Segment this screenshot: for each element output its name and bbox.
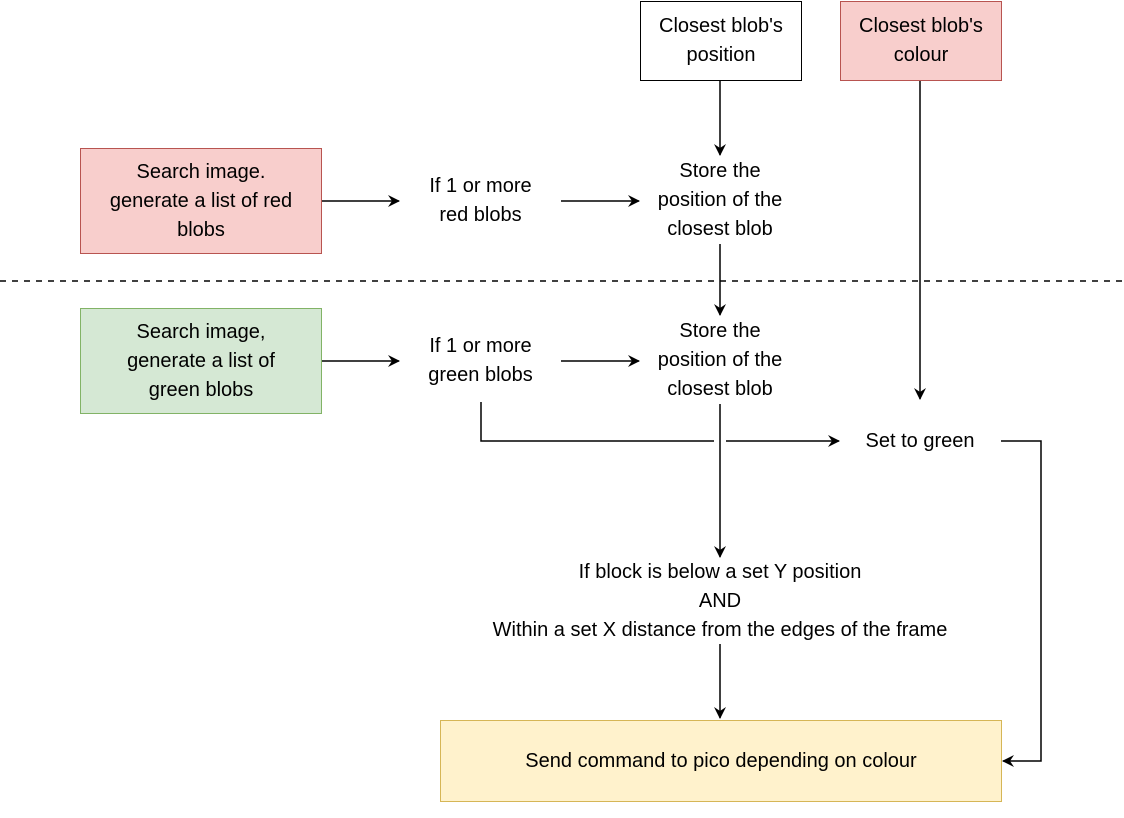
text-line: If 1 or more <box>429 335 532 357</box>
text-line: Set to green <box>865 429 975 452</box>
text-line: generate a list of red <box>109 189 293 212</box>
position-condition-label: If block is below a set Y position AND W… <box>440 558 1000 644</box>
text-line: colour <box>893 44 949 66</box>
set-to-green-label: Set to green <box>840 426 1000 456</box>
text-line: Store the <box>679 159 761 182</box>
send-command-box: Send command to pico depending on colour <box>440 720 1002 802</box>
text-line: red blobs <box>439 204 522 226</box>
store-green-position-label: Store the position of the closest blob <box>640 316 800 404</box>
closest-blob-colour-box: Closest blob's colour <box>840 1 1002 81</box>
text-line: blobs <box>177 218 225 241</box>
search-red-blobs-box: Search image. generate a list of red blo… <box>80 148 322 254</box>
text-line: Store the <box>679 319 761 342</box>
edge-set-green-to-send-command <box>1001 440 1042 767</box>
if-green-blobs-label: If 1 or more green blobs <box>400 326 561 396</box>
text-line: closest blob <box>667 377 773 400</box>
text-line: position <box>686 44 756 66</box>
if-red-blobs-label: If 1 or more red blobs <box>400 166 561 236</box>
text-line: Within a set X distance from the edges o… <box>492 618 948 641</box>
text-line: Closest blob's <box>659 15 783 37</box>
store-red-position-label: Store the position of the closest blob <box>640 156 800 244</box>
text-line: Send command to pico depending on colour <box>525 749 917 772</box>
text-line: If block is below a set Y position <box>578 560 862 583</box>
edge-if-green-to-set-green-a <box>480 402 714 442</box>
text-line: generate a list of <box>127 349 275 372</box>
text-line: Search image. <box>136 160 266 183</box>
text-line: position of the <box>657 188 783 211</box>
search-green-blobs-box: Search image, generate a list of green b… <box>80 308 322 414</box>
text-line: green blobs <box>148 378 254 401</box>
text-line: Search image, <box>136 320 266 343</box>
text-line: AND <box>698 589 742 612</box>
text-line: Closest blob's <box>859 15 983 37</box>
text-line: green blobs <box>428 364 533 386</box>
text-line: position of the <box>657 348 783 371</box>
closest-blob-position-box: Closest blob's position <box>640 1 802 81</box>
text-line: If 1 or more <box>429 175 532 197</box>
text-line: closest blob <box>667 217 773 240</box>
